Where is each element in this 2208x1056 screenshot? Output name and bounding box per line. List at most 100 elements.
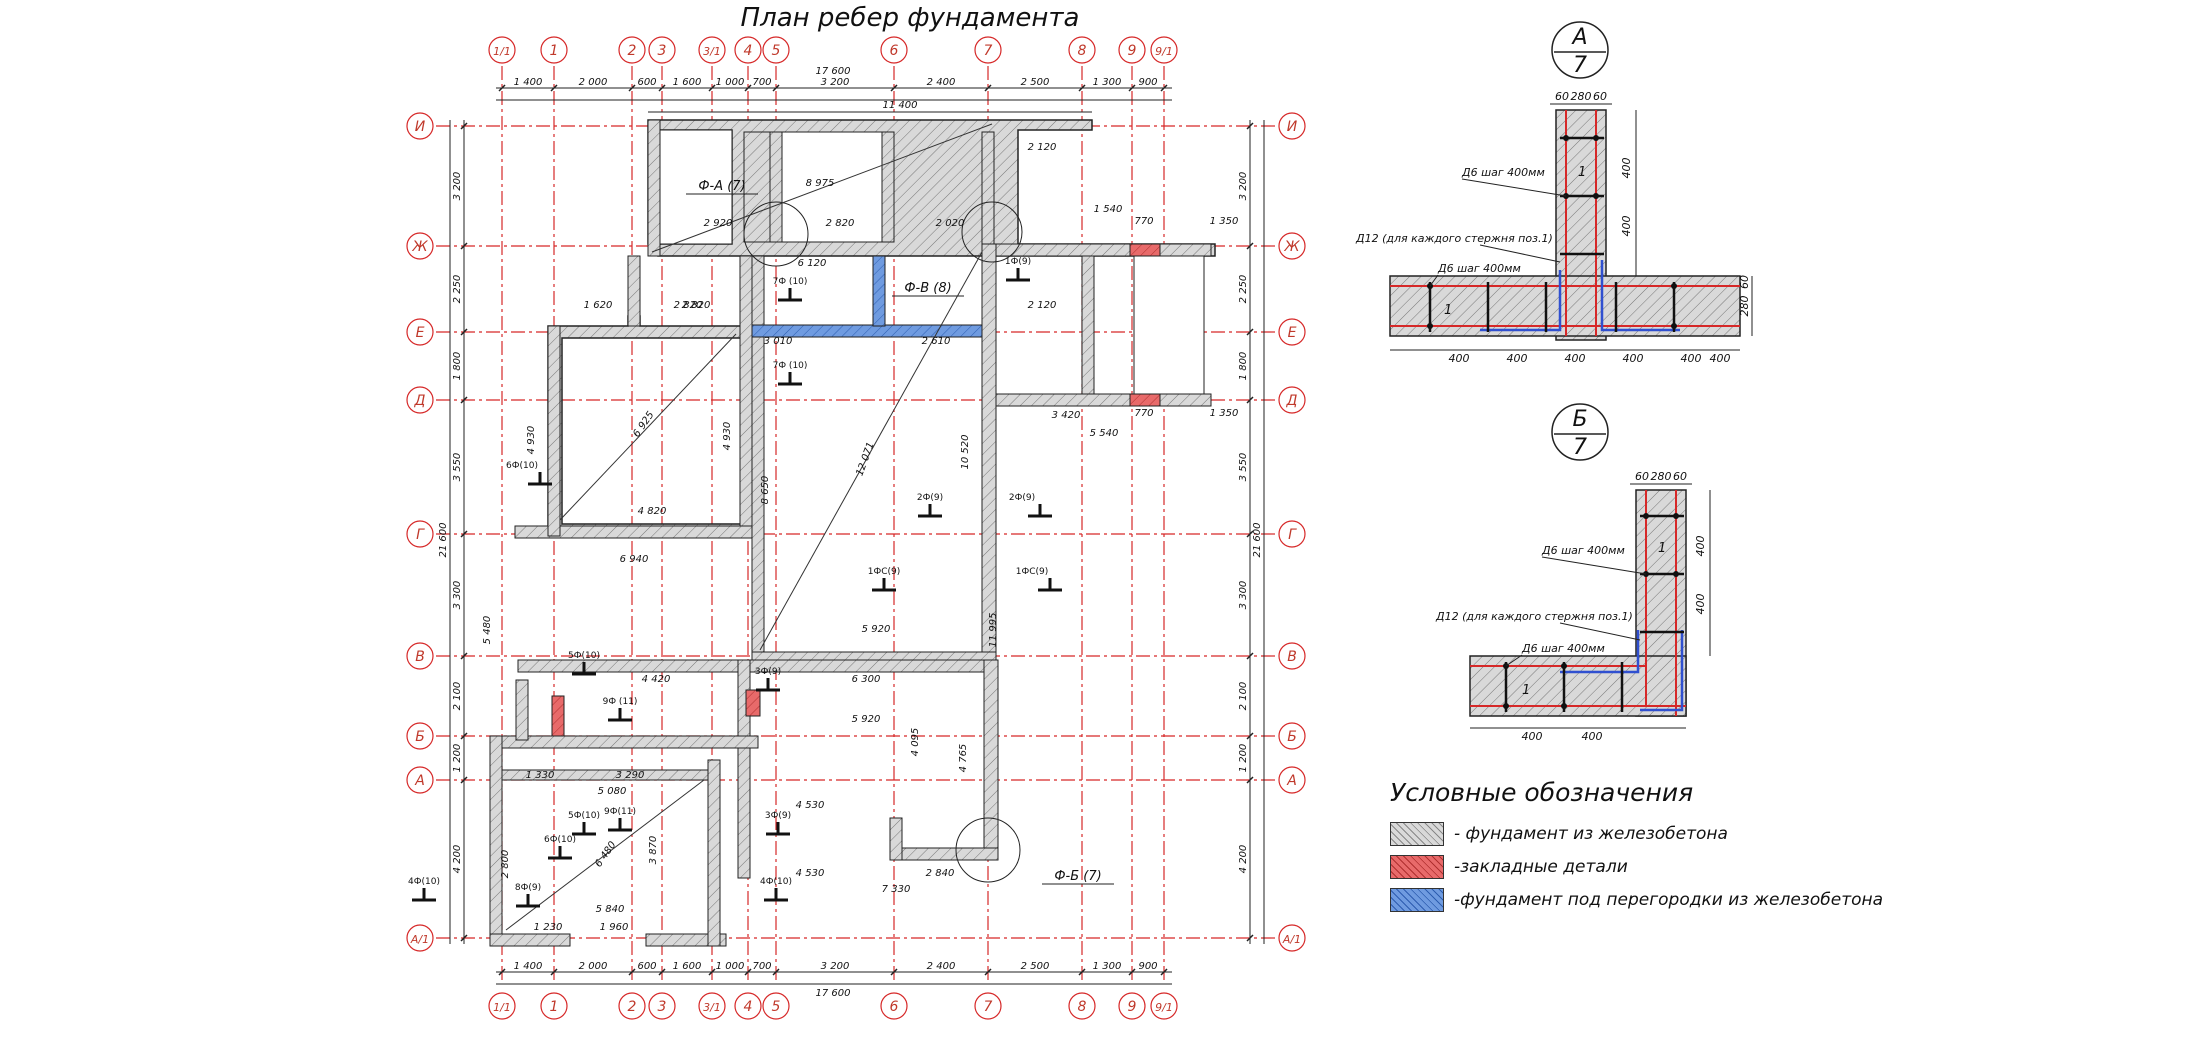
dim-span: 2 500 — [1021, 961, 1050, 972]
axis-label-y: А/1 — [410, 933, 429, 946]
dim-span: 1 300 — [1093, 961, 1122, 972]
wall-upper-cell-2 — [743, 131, 771, 243]
detail-b-dim-top-3: 60 — [1673, 470, 1687, 483]
detail-a-note-3: Д6 шаг 400мм — [1437, 262, 1521, 275]
inner-dim-label: 5 540 — [1090, 428, 1119, 439]
axis-bubble — [698, 36, 726, 64]
section-mark-label: 4Ф(10) — [760, 877, 792, 887]
axis-bubble — [648, 992, 676, 1020]
dim-span: 1 400 — [514, 961, 543, 972]
dim-span: 700 — [752, 77, 771, 88]
section-mark-label: 5Ф(10) — [568, 811, 600, 821]
section-mark-label: 2Ф(9) — [1009, 493, 1035, 503]
axis-label-y: И — [1287, 119, 1298, 135]
inner-dim-label: 5 920 — [862, 624, 891, 635]
detail-b-dim-bottom-1: 400 — [1522, 730, 1543, 743]
wall-lower-vert-3 — [889, 817, 903, 861]
wall-ll-inner-top — [501, 769, 709, 781]
dim-span: 3 200 — [821, 77, 850, 88]
inner-dim-label: 1 350 — [1210, 408, 1239, 419]
wall-ll-right — [707, 759, 721, 947]
wall-lower-vert-2 — [983, 659, 999, 861]
detail-a-pos-2: 1 — [1578, 165, 1586, 180]
inner-dim-label: 4 530 — [796, 800, 825, 811]
axis-label-x: 3/1 — [703, 1001, 721, 1014]
axis-label-x: 3 — [658, 999, 667, 1015]
dim-span: 1 000 — [716, 961, 745, 972]
legend-item-concrete: - фундамент из железобетона — [1390, 817, 1950, 850]
legend-label-concrete: - фундамент из железобетона — [1454, 823, 1728, 844]
dim-total-width: 17 600 — [816, 988, 851, 999]
axis-bubble — [540, 36, 568, 64]
axis-label-y: Ж — [1283, 239, 1300, 255]
inner-dim-label: 7 330 — [882, 884, 911, 895]
detail-a-dim-bottom-2: 400 — [1507, 352, 1528, 365]
axis-label-y: Е — [416, 325, 425, 341]
wall-upper-rib-c — [981, 131, 995, 245]
inner-dim-label: 2 840 — [926, 868, 955, 879]
axis-label-y: Д — [414, 393, 426, 409]
axis-bubble — [406, 520, 434, 548]
inner-dim-label: 8 650 — [760, 476, 771, 505]
inner-dim-label: 3 290 — [616, 770, 645, 781]
axis-bubble — [1068, 36, 1096, 64]
inner-dim-label: 1 350 — [1210, 216, 1239, 227]
inner-dim-label: 5 920 — [852, 714, 881, 725]
axis-bubble — [406, 318, 434, 346]
detail-b-note-3: Д6 шаг 400мм — [1521, 642, 1605, 655]
axis-bubble — [406, 722, 434, 750]
dim-span: 2 000 — [579, 961, 608, 972]
inner-dim-label: 1 230 — [534, 922, 563, 933]
axis-label-y: В — [415, 649, 425, 665]
detail-b: Б 7 60 280 60 — [1435, 403, 1711, 743]
axis-bubble — [1278, 766, 1306, 794]
legend-swatch-partition — [1390, 887, 1444, 912]
axis-bubble — [406, 386, 434, 414]
embedded-part-3 — [551, 695, 565, 737]
dim-span: 900 — [1138, 961, 1157, 972]
axis-label-x: 5 — [772, 43, 781, 59]
wall-right-wing-top — [995, 243, 1212, 257]
inner-dim-label: 6 120 — [798, 258, 827, 269]
inner-dim-label: 5 080 — [598, 786, 627, 797]
inner-dim-label: 2 020 — [936, 218, 965, 229]
axis-bubble — [1278, 642, 1306, 670]
inner-dim-label: 2 820 — [674, 300, 703, 311]
dim-span: 1 400 — [514, 77, 543, 88]
section-mark-label: 6Ф(10) — [544, 835, 576, 845]
axis-bubble — [1150, 36, 1178, 64]
axis-bubble — [1278, 318, 1306, 346]
node-reference-label: Ф-В (8) — [904, 281, 951, 296]
detail-a-dim-side-2: 60 — [1738, 275, 1751, 289]
detail-b-dim-vert-2: 400 — [1694, 594, 1707, 615]
section-mark-label: 3Ф(9) — [755, 667, 781, 677]
inner-dim-label: 12 071 — [854, 441, 876, 478]
wall-mid-vert-left — [547, 325, 561, 537]
axis-label-y: И — [415, 119, 426, 135]
inner-dim-label: 6 925 — [631, 410, 656, 440]
axis-label-x: 8 — [1078, 43, 1087, 59]
inner-dim-label: 3 870 — [648, 836, 659, 865]
dim-side-span: 1 800 — [1238, 352, 1249, 381]
inner-dim-label: 6 480 — [593, 840, 618, 870]
wall-mid-horiz — [514, 525, 753, 539]
dim-inner-width: 11 400 — [883, 100, 918, 111]
section-mark-label: 4Ф(10) — [408, 877, 440, 887]
section-mark-label: 1ФС(9) — [868, 567, 901, 577]
axis-label-x: 4 — [744, 999, 753, 1015]
axis-bubble — [1118, 36, 1146, 64]
axis-bubble — [1150, 992, 1178, 1020]
axis-label-x: 2 — [628, 43, 637, 59]
detail-a-dim-vert-1: 400 — [1620, 158, 1633, 179]
axis-bubble — [540, 992, 568, 1020]
axis-label-x: 1/1 — [493, 45, 511, 58]
inner-dim-label: 2 920 — [704, 218, 733, 229]
inner-dim-label: 2 800 — [500, 850, 511, 879]
detail-a-dim-top-1: 60 — [1555, 90, 1569, 103]
detail-b-sheet: 7 — [1573, 435, 1587, 460]
legend-item-embedded: -закладные детали — [1390, 850, 1950, 883]
axis-label-x: 6 — [890, 999, 899, 1015]
dim-side-span: 3 550 — [452, 453, 463, 482]
axis-bubble — [762, 992, 790, 1020]
